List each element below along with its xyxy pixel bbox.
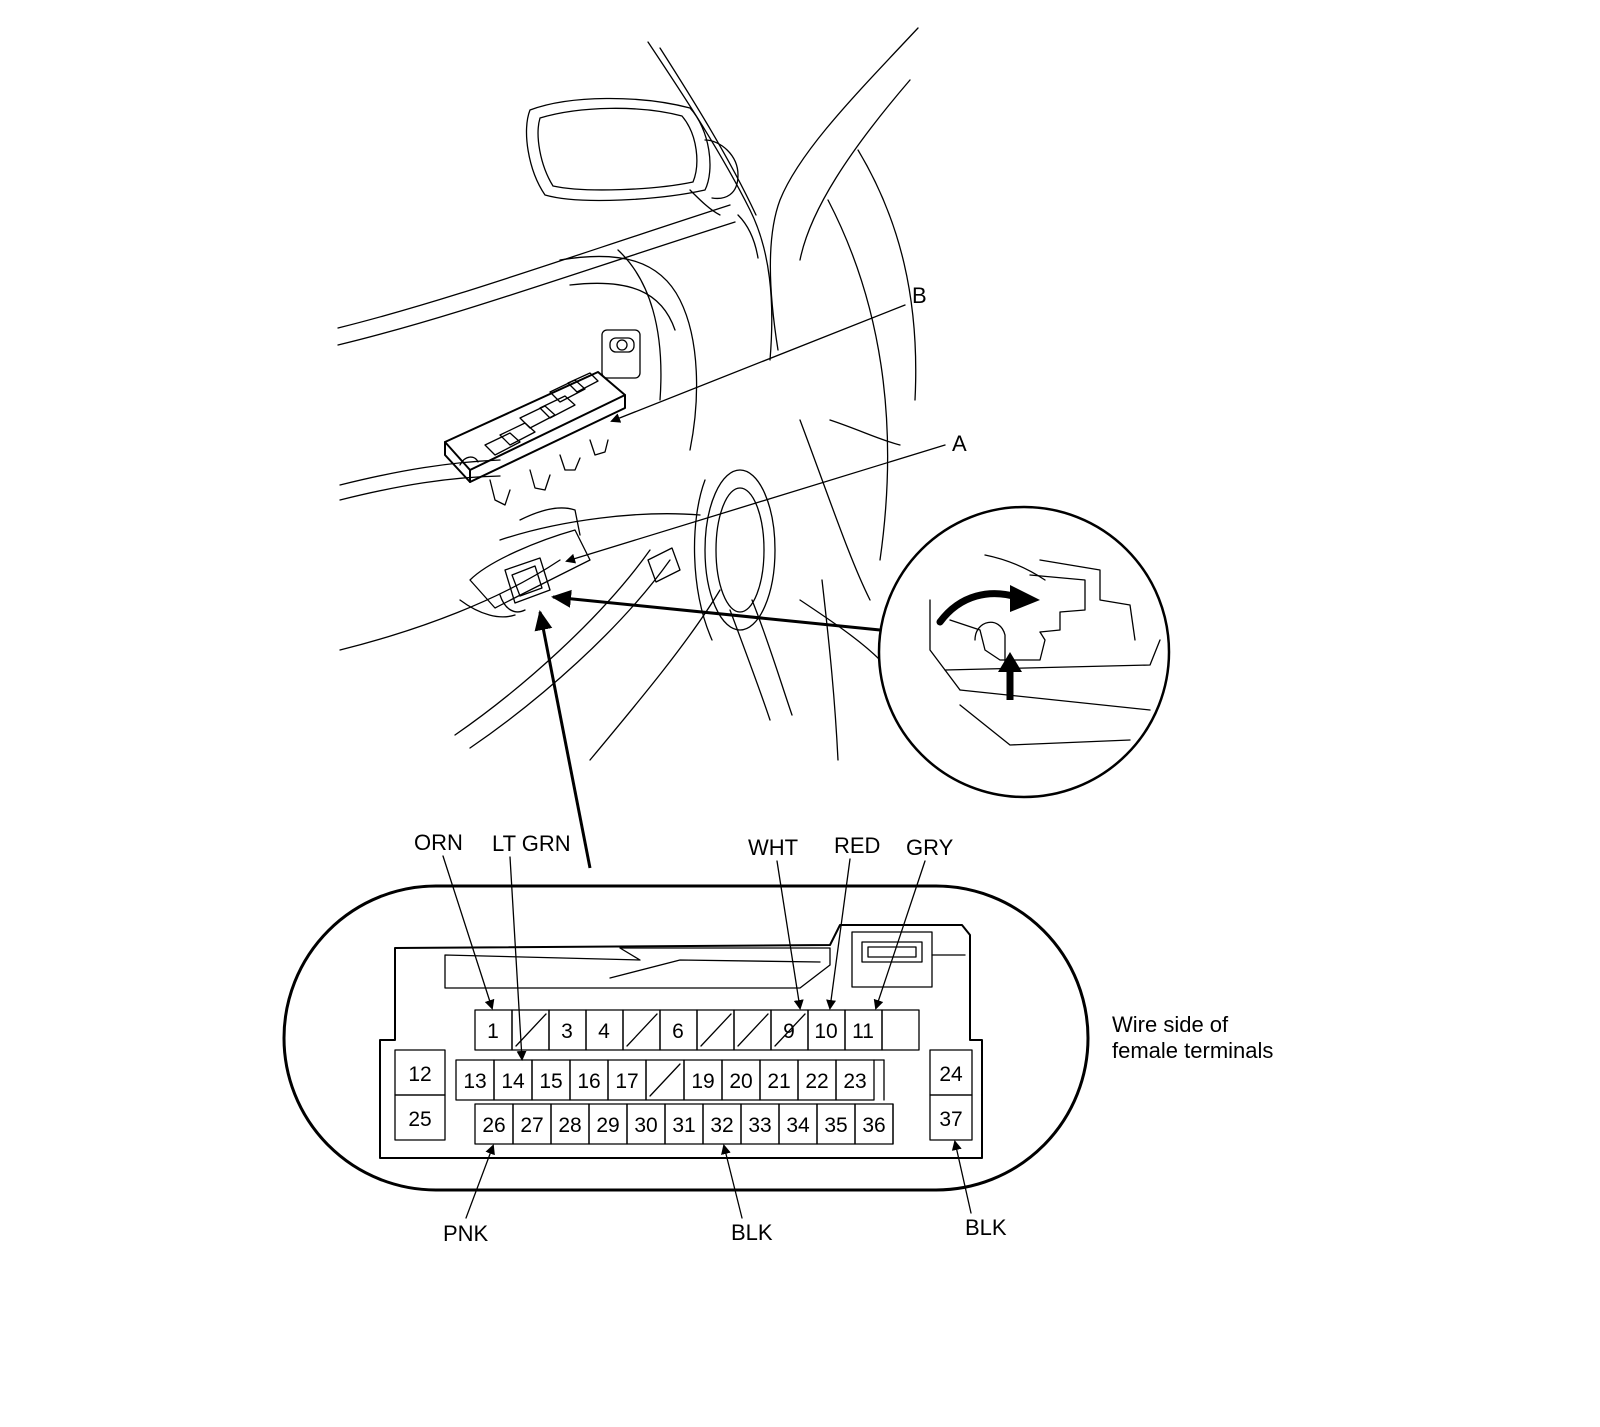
terminal-9: 9: [783, 1020, 795, 1043]
terminal-22: 22: [805, 1070, 828, 1093]
release-tab-detail: [877, 505, 1171, 799]
terminal-24: 24: [939, 1063, 963, 1086]
arrow-detail-to-connector: [551, 589, 881, 632]
wire-blk-right-label: BLK: [965, 1215, 1007, 1240]
door-illustration: [337, 27, 919, 761]
terminal-32: 32: [710, 1114, 733, 1137]
wire-gry-label: GRY: [906, 835, 954, 860]
terminal-17: 17: [615, 1070, 638, 1093]
terminal-33: 33: [748, 1114, 771, 1137]
terminal-35: 35: [824, 1114, 847, 1137]
terminal-28: 28: [558, 1114, 581, 1137]
terminal-14: 14: [501, 1070, 525, 1093]
wire-lt-grn-label: LT GRN: [492, 831, 571, 856]
terminal-3: 3: [561, 1020, 573, 1043]
terminal-36: 36: [862, 1114, 885, 1137]
terminal-4: 4: [598, 1020, 610, 1043]
terminal-6: 6: [672, 1020, 684, 1043]
power-window-switch-b: [444, 371, 626, 506]
terminal-37: 37: [939, 1108, 962, 1131]
terminal-15: 15: [539, 1070, 562, 1093]
caption-line-2: female terminals: [1112, 1038, 1273, 1063]
wire-wht-label: WHT: [748, 835, 798, 860]
terminal-10: 10: [814, 1020, 837, 1043]
row-2: [455, 1059, 885, 1101]
terminal-27: 27: [520, 1114, 543, 1137]
terminal-11: 11: [852, 1020, 874, 1043]
terminal-34: 34: [786, 1114, 810, 1137]
terminal-30: 30: [634, 1114, 657, 1137]
callout-b: B: [912, 283, 927, 308]
wire-pnk-label: PNK: [443, 1221, 489, 1246]
terminal-29: 29: [596, 1114, 619, 1137]
caption-line-1: Wire side of: [1112, 1012, 1229, 1037]
wire-red-label: RED: [834, 833, 880, 858]
connector-a-in-door: [459, 507, 591, 618]
leader-b: [610, 304, 906, 423]
arrow-connector-to-pinout: [534, 610, 592, 869]
wire-color-labels: ORN LT GRN WHT RED GRY PNK BLK BLK: [414, 830, 1007, 1246]
leader-a: [565, 444, 946, 564]
terminal-25: 25: [408, 1108, 431, 1131]
wire-blk-mid-label: BLK: [731, 1220, 773, 1245]
terminal-12: 12: [408, 1063, 431, 1086]
terminal-20: 20: [729, 1070, 752, 1093]
terminal-19: 19: [691, 1070, 714, 1093]
row-3: [474, 1103, 894, 1145]
terminal-26: 26: [482, 1114, 505, 1137]
callout-a: A: [952, 431, 967, 456]
terminal-21: 21: [767, 1070, 790, 1093]
terminal-16: 16: [577, 1070, 600, 1093]
terminal-1: 1: [487, 1020, 499, 1043]
terminal-31: 31: [672, 1114, 695, 1137]
terminal-23: 23: [843, 1070, 866, 1093]
terminal-13: 13: [463, 1070, 486, 1093]
wire-orn-label: ORN: [414, 830, 463, 855]
connector-pinout: 1 3 4 6 9 10 11 12 25 24 37 13 14 15 16 …: [282, 884, 1090, 1192]
